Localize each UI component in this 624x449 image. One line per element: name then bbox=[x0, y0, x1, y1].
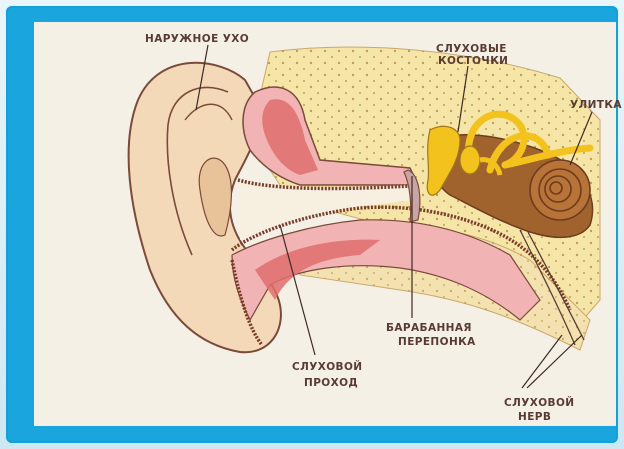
label-nerve-line2: НЕРВ bbox=[518, 411, 551, 423]
label-outer-ear: НАРУЖНОЕ УХО bbox=[145, 33, 249, 45]
label-eardrum-line1: БАРАБАННАЯ bbox=[386, 322, 472, 334]
cochlea-spiral bbox=[530, 160, 590, 220]
label-canal-line2: ПРОХОД bbox=[304, 377, 358, 389]
label-eardrum-line2: ПЕРЕПОНКА bbox=[398, 336, 476, 348]
label-nerve-line1: СЛУХОВОЙ bbox=[504, 396, 574, 409]
label-ossicles-line2: КОСТОЧКИ bbox=[438, 55, 508, 67]
label-ossicles-line1: СЛУХОВЫЕ bbox=[436, 43, 507, 55]
label-canal-line1: СЛУХОВОЙ bbox=[292, 360, 362, 373]
label-cochlea: УЛИТКА bbox=[570, 99, 622, 111]
